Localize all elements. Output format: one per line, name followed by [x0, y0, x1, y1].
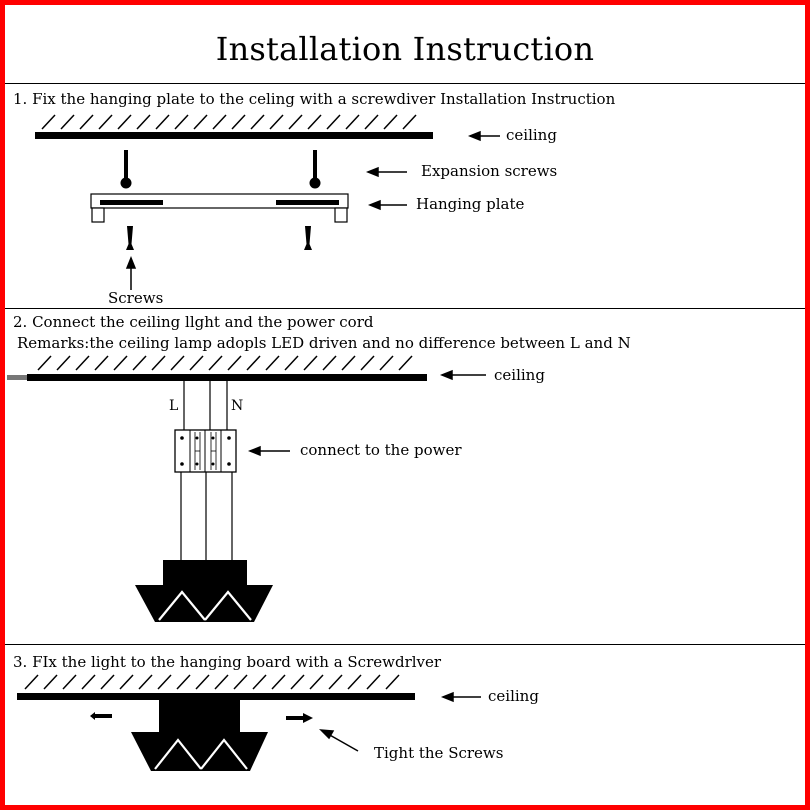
arrow-ceiling-1 [467, 130, 500, 142]
step2-remark: Remarks:the ceiling lamp adopls LED driv… [17, 334, 631, 352]
terminal-block [174, 429, 237, 473]
page-title: Installation Instruction [215, 30, 595, 68]
power-wires [183, 381, 228, 430]
screw-horizontal-right [286, 713, 313, 723]
arrow-tight-screws [319, 729, 359, 752]
screw-horizontal-left [90, 712, 112, 720]
arrow-expansion-screws [365, 166, 407, 178]
label-live-wire: L [169, 398, 179, 414]
ceiling-lamp-3 [131, 700, 268, 771]
arrow-ceiling-3 [440, 691, 481, 703]
step2-heading: 2. Connect the ceiling llght and the pow… [13, 313, 374, 331]
label-connect-power: connect to the power [300, 441, 462, 459]
hanging-plate [90, 193, 349, 223]
label-ceiling-2: ceiling [494, 366, 545, 384]
step2-ceiling-bar [27, 374, 427, 381]
ceiling-lamp-2 [135, 560, 273, 622]
screw-left [126, 226, 134, 250]
arrow-ceiling-2 [439, 369, 486, 381]
step3-ceiling-hatch [24, 674, 400, 690]
arrow-hanging-plate [367, 199, 407, 211]
step1-ceiling-bar [35, 132, 433, 139]
section-divider [5, 308, 805, 309]
arrow-connect-power [247, 445, 290, 457]
expansion-screw-right [309, 150, 321, 189]
label-ceiling-1: ceiling [506, 126, 557, 144]
step1-heading: 1. Fix the hanging plate to the celing w… [13, 90, 616, 108]
step3-ceiling-bar [17, 693, 415, 700]
label-tight-screws: Tight the Screws [374, 744, 504, 762]
label-expansion-screws: Expansion screws [421, 162, 558, 180]
expansion-screw-left [120, 150, 132, 189]
arrow-screws [125, 255, 137, 290]
section-divider [5, 83, 805, 84]
label-screws: Screws [108, 289, 164, 307]
lamp-wires [180, 472, 233, 560]
screw-right [304, 226, 312, 250]
step1-ceiling-hatch [41, 114, 417, 130]
cable-stub [7, 375, 29, 380]
label-hanging-plate: Hanging plate [416, 195, 525, 213]
step3-heading: 3. FIx the light to the hanging board wi… [13, 653, 442, 671]
label-ceiling-3: ceiling [488, 687, 539, 705]
section-divider [5, 644, 805, 645]
label-neutral-wire: N [231, 398, 244, 414]
step2-ceiling-hatch [37, 355, 413, 371]
